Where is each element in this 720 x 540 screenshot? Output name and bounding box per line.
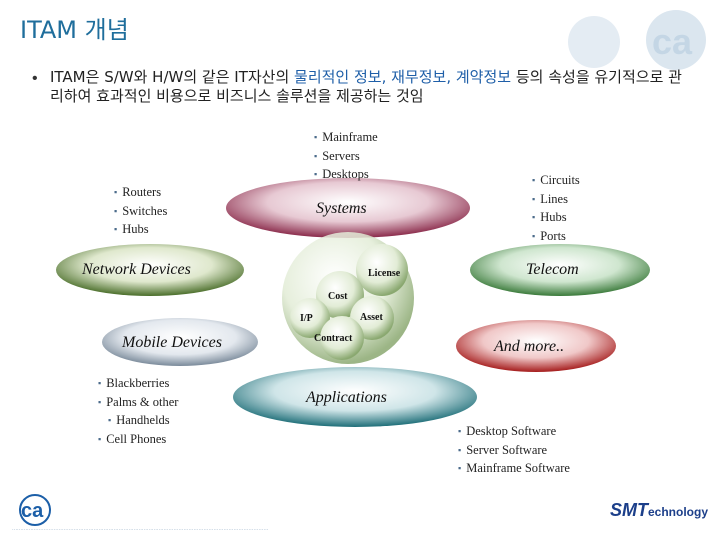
more-ellipse [456,320,616,372]
list-item: Server Software [458,442,570,461]
list-item: Servers [314,148,378,167]
license-label: License [368,268,401,279]
ip-label: I/P [300,313,313,324]
telecom-label: Telecom [526,261,579,278]
list-item: Circuits [532,172,580,191]
bullet-dot: • [32,70,38,87]
list-item: Ports [532,228,580,247]
license-ball [356,244,408,296]
list-item: Palms & other [98,394,178,413]
list-item: Blackberries [98,375,178,394]
mobile-label: Mobile Devices [122,334,222,351]
smt-logo-prefix: SMT [609,500,648,520]
list-item: Cell Phones [98,431,178,450]
contract-label: Contract [314,333,353,344]
cost-ball [316,271,364,319]
more-label: And more.. [494,338,565,355]
list-item: Hubs [532,209,580,228]
smt-logo: SMTechnology [610,500,708,521]
list-item: Desktops [314,166,378,185]
applications-list: Desktop Software Server Software Mainfra… [458,423,570,479]
telecom-ellipse [470,244,650,296]
network-ellipse [56,244,244,296]
intro-suffix: 등의 속성을 유기적으로 관리하여 효과적인 비용으로 비즈니스 솔루션을 제공… [50,68,682,105]
page-title: ITAM 개념 [20,16,129,44]
network-label: Network Devices [82,261,191,278]
list-item: Routers [114,184,167,203]
asset-label: Asset [360,312,383,323]
intro-highlight: 물리적인 정보, 재무정보, 계약정보 [294,68,512,86]
applications-label: Applications [306,389,387,406]
list-item: Desktop Software [458,423,570,442]
list-item: Mainframe [314,129,378,148]
svg-text:ca: ca [652,21,693,62]
telecom-list: Circuits Lines Hubs Ports [532,172,580,246]
applications-ellipse [233,367,477,427]
intro-paragraph: ITAM은 S/W와 H/W의 같은 IT자산의 물리적인 정보, 재무정보, … [50,68,690,106]
ip-ball [290,298,330,338]
ca-logo-text: ca [21,500,44,522]
mobile-ellipse [102,318,258,366]
systems-label: Systems [316,200,367,217]
mobile-list: Blackberries Palms & other Handhelds Cel… [98,375,178,449]
smt-logo-suffix: echnology [647,505,708,519]
ca-logo: ca [19,494,51,526]
systems-ellipse [226,178,470,238]
intro-prefix: ITAM은 S/W와 H/W의 같은 IT자산의 [50,68,295,86]
contract-ball [320,316,364,360]
footer-fine-print: ········································… [12,527,269,533]
cost-label: Cost [328,291,348,302]
list-item: Mainframe Software [458,460,570,479]
ca-logo-watermark: ca [568,10,706,70]
list-item: Switches [114,203,167,222]
list-item: Handhelds [98,412,178,431]
network-list: Routers Switches Hubs [114,184,167,240]
list-item: Lines [532,191,580,210]
list-item: Hubs [114,221,167,240]
systems-list: Mainframe Servers Desktops [314,129,378,185]
